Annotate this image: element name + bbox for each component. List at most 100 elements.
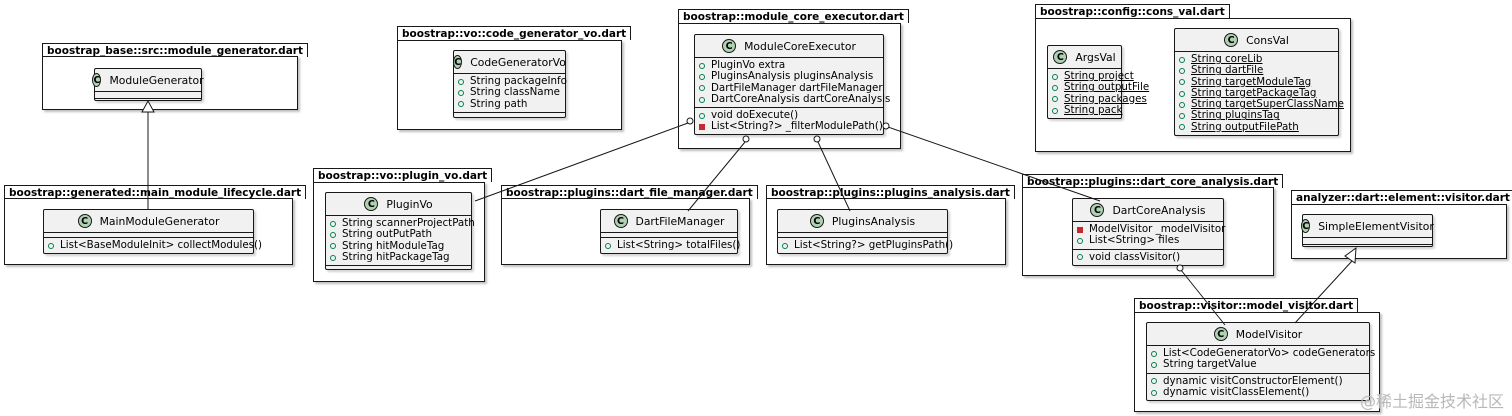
public-marker bbox=[330, 220, 336, 227]
field-row: List<String> files bbox=[1073, 234, 1223, 246]
method-row: void doExecute() bbox=[695, 109, 883, 121]
public-marker bbox=[1179, 124, 1185, 131]
public-marker bbox=[699, 112, 705, 119]
public-marker bbox=[1179, 79, 1185, 86]
field-row: String path bbox=[454, 98, 565, 110]
field-row: String hitModuleTag bbox=[326, 240, 471, 252]
watermark: @稀土掘金技术社区 bbox=[1359, 392, 1504, 411]
class-icon: C bbox=[453, 55, 463, 69]
class-icon: C bbox=[722, 39, 737, 53]
field-row: String targetModuleTag bbox=[1175, 76, 1338, 88]
public-marker bbox=[1151, 350, 1157, 357]
public-marker bbox=[1052, 96, 1058, 103]
field-row: String targetSuperClassName bbox=[1175, 98, 1344, 110]
public-marker bbox=[699, 96, 705, 103]
package-tab-plugin-vo: boostrap::vo::plugin_vo.dart bbox=[313, 168, 493, 182]
public-marker bbox=[605, 242, 611, 249]
package-tab-cons-val: boostrap::config::cons_val.dart bbox=[1035, 4, 1230, 18]
class-name: DartFileManager bbox=[635, 214, 725, 228]
public-marker bbox=[1052, 107, 1058, 114]
package-tab-model-visitor: boostrap::visitor::model_visitor.dart bbox=[1134, 298, 1359, 312]
class-name: PluginVo bbox=[386, 197, 433, 211]
field-row: String outputFile bbox=[1048, 81, 1149, 93]
public-marker bbox=[458, 78, 464, 85]
public-marker bbox=[782, 242, 788, 249]
public-marker bbox=[458, 101, 464, 108]
field-row: List<CodeGeneratorVo> codeGenerators bbox=[1147, 347, 1375, 359]
field-row: String coreLib bbox=[1175, 53, 1338, 65]
field-row: ModelVisitor _modelVisitor bbox=[1073, 223, 1225, 235]
class-icon: C bbox=[1213, 327, 1228, 341]
class-icon: C bbox=[92, 73, 102, 87]
class-icon: C bbox=[1301, 219, 1311, 233]
field-row: String targetValue bbox=[1147, 358, 1369, 370]
public-marker bbox=[330, 254, 336, 261]
public-marker bbox=[330, 243, 336, 250]
public-marker bbox=[1179, 90, 1185, 97]
class-name: ConsVal bbox=[1246, 33, 1289, 47]
class-icon: C bbox=[364, 197, 379, 211]
field-row: String hitPackageTag bbox=[326, 251, 471, 263]
public-marker bbox=[1077, 254, 1083, 261]
public-marker bbox=[699, 85, 705, 92]
method-row: dynamic visitConstructorElement() bbox=[1147, 375, 1369, 387]
package-tab-dart-core-analysis: boostrap::plugins::dart_core_analysis.da… bbox=[1022, 174, 1284, 188]
public-marker bbox=[1052, 73, 1058, 80]
field-row: DartCoreAnalysis dartCoreAnalysis bbox=[695, 93, 890, 105]
public-marker bbox=[1077, 237, 1083, 244]
package-tab-module-generator: boostrap_base::src::module_generator.dar… bbox=[42, 43, 308, 57]
class-dart-file-manager: C DartFileManager List<String> totalFiles… bbox=[600, 209, 740, 254]
public-marker bbox=[1151, 378, 1157, 385]
public-marker bbox=[1179, 56, 1185, 63]
public-marker bbox=[48, 242, 54, 249]
class-name: ModuleCoreExecutor bbox=[744, 39, 856, 53]
method-row: List<String> totalFiles() bbox=[601, 239, 740, 251]
field-row: PluginVo extra bbox=[695, 59, 883, 71]
class-name: ArgsVal bbox=[1075, 50, 1116, 64]
field-row: String outputFilePath bbox=[1175, 121, 1338, 133]
field-row: String pluginsTag bbox=[1175, 110, 1338, 121]
method-row: List<String?> getPluginsPath() bbox=[778, 239, 953, 251]
field-row: String pack bbox=[1048, 104, 1122, 116]
public-marker bbox=[1179, 67, 1185, 74]
method-row: List<BaseModuleInit> collectModules() bbox=[44, 239, 262, 251]
package-tab-dart-file-manager: boostrap::plugins::dart_file_manager.dar… bbox=[501, 185, 758, 199]
private-marker bbox=[1077, 226, 1083, 233]
field-row: String targetPackageTag bbox=[1175, 87, 1338, 99]
public-marker bbox=[330, 231, 336, 238]
field-row: String className bbox=[454, 86, 565, 98]
class-name: ModelVisitor bbox=[1235, 327, 1303, 341]
field-row: PluginsAnalysis pluginsAnalysis bbox=[695, 70, 883, 82]
class-model-visitor: C ModelVisitor List<CodeGeneratorVo> code… bbox=[1146, 322, 1375, 401]
package-tab-plugins-analysis: boostrap::plugins::plugins_analysis.dart bbox=[766, 185, 1015, 199]
package-tab-element-visitor: analyzer::dart::element::visitor.dart bbox=[1291, 190, 1512, 204]
class-icon: C bbox=[77, 214, 92, 228]
field-row: String dartFile bbox=[1175, 64, 1338, 76]
method-row: dynamic visitClassElement() bbox=[1147, 386, 1369, 398]
class-name: CodeGeneratorVo bbox=[470, 55, 566, 69]
method-row: List<String?> _filterModulePath() bbox=[695, 121, 883, 132]
class-plugin-vo: C PluginVo String scannerProjectPath Stri… bbox=[325, 192, 475, 270]
package-tab-main-module-lifecycle: boostrap::generated::main_module_lifecyc… bbox=[4, 185, 307, 199]
public-marker bbox=[1179, 113, 1185, 120]
class-icon: C bbox=[1224, 33, 1239, 47]
public-marker bbox=[699, 73, 705, 80]
method-row: void classVisitor() bbox=[1073, 251, 1223, 263]
class-name: PluginsAnalysis bbox=[831, 214, 916, 228]
field-row: String scannerProjectPath bbox=[326, 217, 475, 229]
class-module-core-executor: C ModuleCoreExecutor PluginVo extra Plugi… bbox=[694, 34, 890, 135]
field-row: DartFileManager dartFileManager bbox=[695, 82, 883, 94]
public-marker bbox=[1151, 361, 1157, 368]
package-tab-module-core-executor: boostrap::module_core_executor.dart bbox=[678, 9, 909, 23]
class-name: DartCoreAnalysis bbox=[1112, 203, 1206, 217]
private-marker bbox=[699, 124, 705, 131]
field-row: String project bbox=[1048, 70, 1134, 82]
class-icon: C bbox=[613, 214, 628, 228]
field-row: String packages bbox=[1048, 93, 1147, 105]
public-marker bbox=[1179, 101, 1185, 108]
